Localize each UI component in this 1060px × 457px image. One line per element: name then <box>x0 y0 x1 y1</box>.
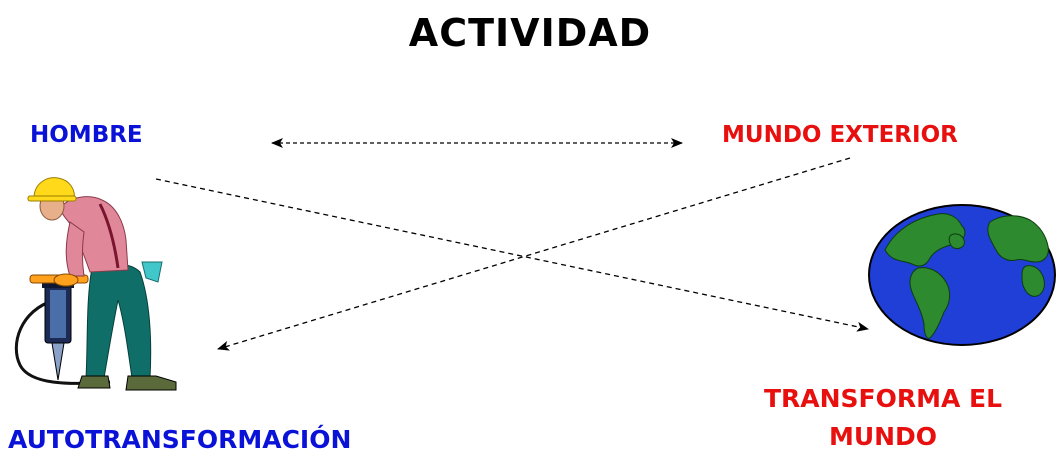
construction-worker-jackhammer-icon <box>14 177 177 391</box>
arrow-hombre-to-transforma <box>155 178 869 332</box>
label-mundo-exterior: MUNDO EXTERIOR <box>722 122 958 148</box>
arrow-mundo-exterior-to-autotransformacion <box>217 157 851 351</box>
earth-globe-icon <box>868 204 1056 346</box>
label-hombre: HOMBRE <box>30 122 143 148</box>
label-transforma-el-mundo: TRANSFORMA EL MUNDO <box>763 384 1003 451</box>
label-autotransformacion: AUTOTRANSFORMACIÓN <box>8 425 352 454</box>
diagram-title: ACTIVIDAD <box>408 11 652 55</box>
